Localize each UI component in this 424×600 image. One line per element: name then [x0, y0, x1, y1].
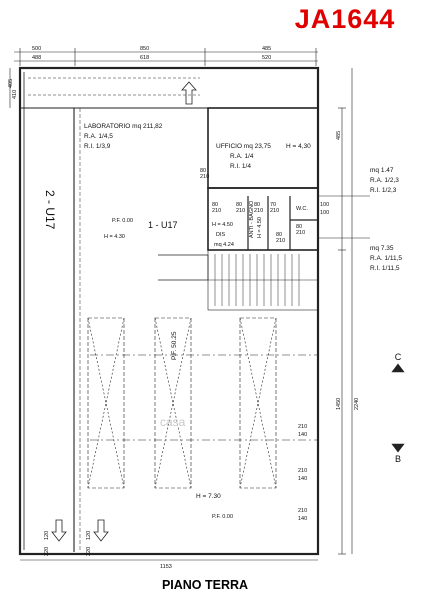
room-dis-mq: mq 4.24	[214, 242, 234, 248]
wc1-mq: mq 1.47	[370, 167, 394, 174]
room-laboratorio-name: LABORATORIO mq 211,82	[84, 123, 163, 130]
pf-big: P.F. 50.25	[171, 331, 178, 360]
wc-label: W.C.	[296, 206, 308, 212]
wc1-ri: R.I. 1/2,3	[370, 187, 397, 194]
pf-small: P.F. 0.00	[112, 218, 133, 224]
unit-1-label: 1 - U17	[148, 220, 178, 230]
door-dim-10: 210	[254, 208, 263, 214]
wall-h-4: 140	[298, 476, 307, 482]
room-dis-name: DIS	[216, 232, 226, 238]
door-dim-2: 210	[200, 174, 209, 180]
dim-right-1: 485	[336, 131, 342, 140]
small-vert-1: 100	[320, 202, 329, 208]
dim-top-2: 850	[140, 46, 149, 52]
dim-top-5: 618	[140, 55, 149, 61]
dim-right-2: 1450	[336, 398, 342, 410]
unit-2-label: 2 - U17	[43, 190, 57, 230]
dim-left-1: 405	[8, 79, 14, 88]
dim-right-3: 2240	[354, 398, 360, 410]
room-ufficio-ra: R.A. 1/4	[230, 153, 254, 160]
door-dim-14: 210	[276, 238, 285, 244]
door-dim-6: 210	[236, 208, 245, 214]
listing-code: JA1644	[294, 4, 396, 34]
dim-top-1: 500	[32, 46, 41, 52]
door-dim-4: 210	[212, 208, 221, 214]
door-dim-7: 70	[270, 202, 276, 208]
wall-h-6: 140	[298, 516, 307, 522]
small-vert-2: 100	[320, 210, 329, 216]
room-antibagno-label: ANTI - BAGNO	[249, 200, 255, 238]
room-laboratorio-ri: R.I. 1/3,9	[84, 143, 111, 150]
wall-h-1: 210	[298, 424, 307, 430]
h730-label: H = 7.30	[196, 493, 221, 500]
wc2-ra: R.A. 1/11,5	[370, 255, 402, 262]
dim-left-2: 410	[12, 90, 18, 99]
wc2-ri: R.I. 1/11,5	[370, 265, 400, 272]
room-ufficio-name: UFFICIO mq 23,75	[216, 143, 271, 150]
wall-h-5: 210	[298, 508, 307, 514]
door-dim-1: 80	[200, 168, 206, 174]
room-ufficio-ri: R.I. 1/4	[230, 163, 251, 170]
bottom-door-4: 220	[86, 547, 92, 556]
wall-h-2: 140	[298, 432, 307, 438]
bottom-door-1: 120	[44, 531, 50, 540]
door-dim-8: 210	[270, 208, 279, 214]
door-dim-5: 80	[236, 202, 242, 208]
room-dis-h: H = 4.50	[212, 222, 233, 228]
wc1-ra: R.A. 1/2,3	[370, 177, 399, 184]
floor-title: PIANO TERRA	[161, 578, 249, 592]
door-dim-11: 80	[296, 224, 302, 230]
watermark-text: casa	[160, 415, 186, 429]
section-c-label: C	[395, 352, 402, 362]
wc2-mq: mq 7.35	[370, 245, 394, 252]
room-laboratorio-ra: R.A. 1/4,5	[84, 133, 113, 140]
door-dim-9: 80	[254, 202, 260, 208]
h430-label: H = 4.30	[104, 234, 125, 240]
door-dim-13: 80	[276, 232, 282, 238]
dim-top-4: 488	[32, 55, 41, 61]
dim-top-6: 520	[262, 55, 271, 61]
bottom-door-2: 220	[44, 547, 50, 556]
room-ufficio-h: H = 4,30	[286, 143, 311, 150]
wall-h-3: 210	[298, 468, 307, 474]
door-dim-12: 210	[296, 230, 305, 236]
bottom-door-3: 120	[86, 531, 92, 540]
dim-top-3: 485	[262, 46, 271, 52]
room-antibagno-h: H = 4.50	[257, 217, 263, 238]
door-dim-3: 80	[212, 202, 218, 208]
section-b-label: B	[395, 454, 401, 464]
pf-bottom: P.F. 0.00	[212, 514, 233, 520]
dim-bottom: 1153	[160, 564, 172, 570]
